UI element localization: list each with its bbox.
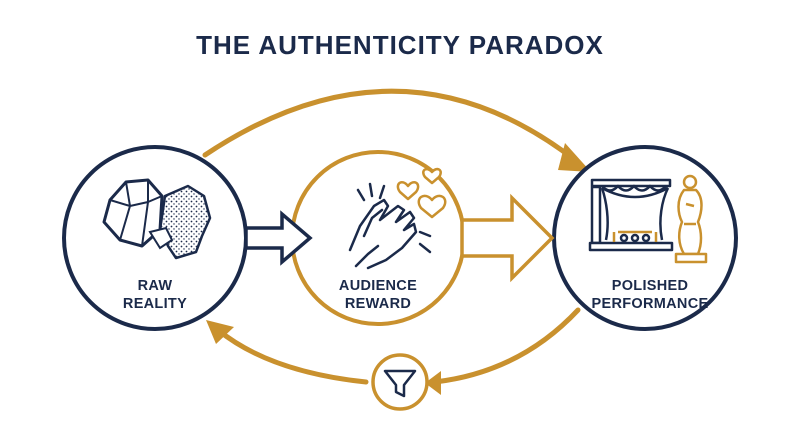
raw-reality-label-line1: RAW: [137, 278, 173, 294]
polished-performance-label-line2: PERFORMANCE: [591, 296, 709, 312]
raw-reality-label: RAW REALITY: [95, 277, 215, 313]
raw-reality-label-line2: REALITY: [122, 296, 188, 312]
audience-reward-label-line1: AUDIENCE: [338, 278, 418, 294]
audience-reward-label-line2: REWARD: [344, 296, 412, 312]
rocks-icon: [102, 178, 212, 260]
funnel-icon: [371, 353, 429, 411]
polished-performance-label: POLISHED PERFORMANCE: [575, 277, 725, 313]
hearts-icon: [396, 167, 447, 219]
trophy-statue-icon: [674, 174, 708, 264]
polished-performance-label-line1: POLISHED: [611, 278, 689, 294]
audience-reward-label: AUDIENCE REWARD: [318, 277, 438, 313]
gold-flow-arrow: [460, 193, 555, 283]
bottom-cycle-arrow: [206, 307, 581, 395]
navy-flow-arrow: [244, 210, 313, 266]
top-cycle-arrow: [202, 88, 591, 172]
theater-stage-icon: [588, 178, 674, 252]
clapping-hands-icon: [348, 182, 432, 270]
page-title: THE AUTHENTICITY PARADOX: [196, 30, 604, 60]
